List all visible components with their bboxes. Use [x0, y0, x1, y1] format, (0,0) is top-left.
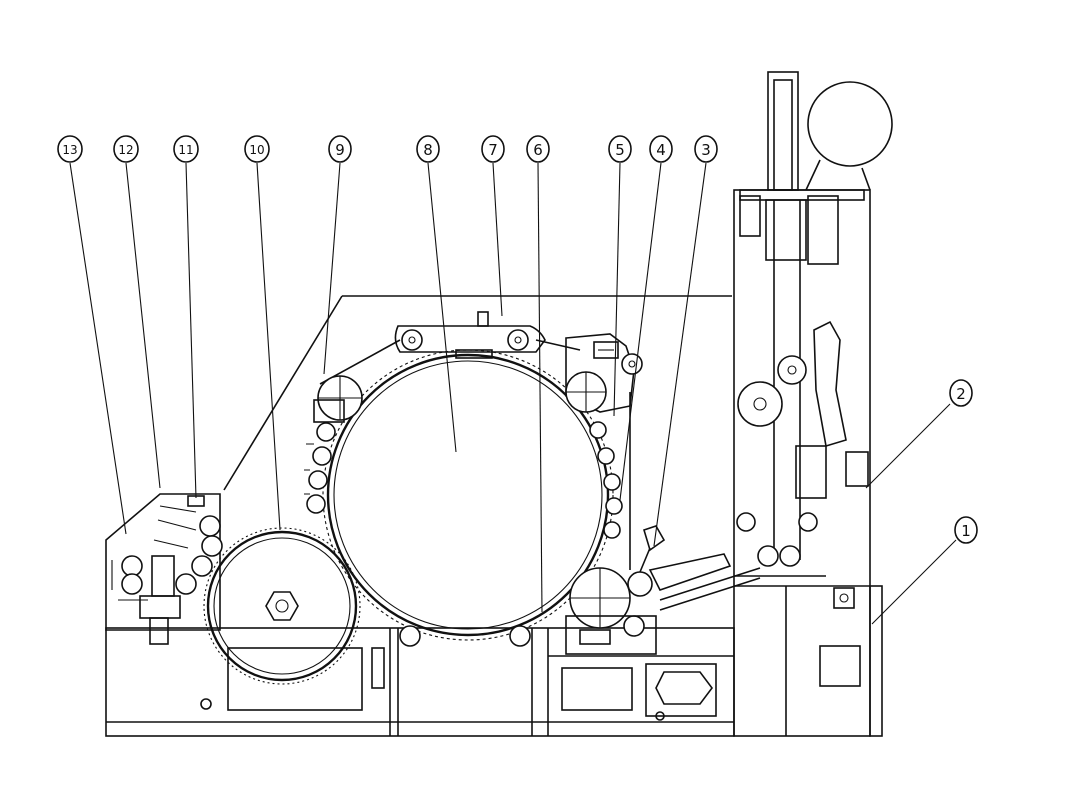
callout-5: 5 [608, 135, 632, 163]
callout-13-label: 13 [62, 143, 77, 157]
callout-13: 13 [57, 135, 83, 163]
callout-1: 1 [954, 516, 978, 544]
licker-in-assembly [548, 525, 734, 657]
doffer [203, 527, 361, 685]
callout-8-label: 8 [423, 141, 433, 159]
cylinder-lower-rollers [399, 625, 531, 647]
callout-4-label: 4 [656, 141, 666, 159]
callout-10-label: 10 [249, 143, 264, 157]
callout-7-label: 7 [488, 141, 498, 159]
callout-6: 6 [526, 135, 550, 163]
main-cylinder [322, 349, 614, 641]
delivery-unit [105, 493, 223, 645]
callout-12-label: 12 [118, 143, 133, 157]
leader-lines [69, 162, 957, 625]
top-casing [223, 295, 732, 491]
callout-11-label: 11 [178, 143, 193, 157]
feed-plate [648, 553, 761, 611]
base-frame [105, 627, 735, 737]
callout-1-label: 1 [961, 522, 971, 540]
callout-10: 10 [244, 135, 270, 163]
callout-4: 4 [649, 135, 673, 163]
callout-9-label: 9 [335, 141, 345, 159]
callout-11: 11 [173, 135, 199, 163]
callout-6-label: 6 [533, 141, 543, 159]
callout-8: 8 [416, 135, 440, 163]
callout-3: 3 [694, 135, 718, 163]
callout-7: 7 [481, 135, 505, 163]
top-flats-arm [319, 311, 581, 385]
right-flats [565, 333, 643, 570]
callout-5-label: 5 [615, 141, 625, 159]
callout-2-label: 2 [956, 385, 966, 403]
callout-12: 12 [113, 135, 139, 163]
callout-2: 2 [949, 379, 973, 407]
callouts: 1 2 3 4 5 6 7 8 [57, 135, 978, 544]
callout-9: 9 [328, 135, 352, 163]
left-flats [304, 375, 363, 514]
callout-3-label: 3 [701, 141, 711, 159]
feeder-tower [733, 71, 893, 737]
